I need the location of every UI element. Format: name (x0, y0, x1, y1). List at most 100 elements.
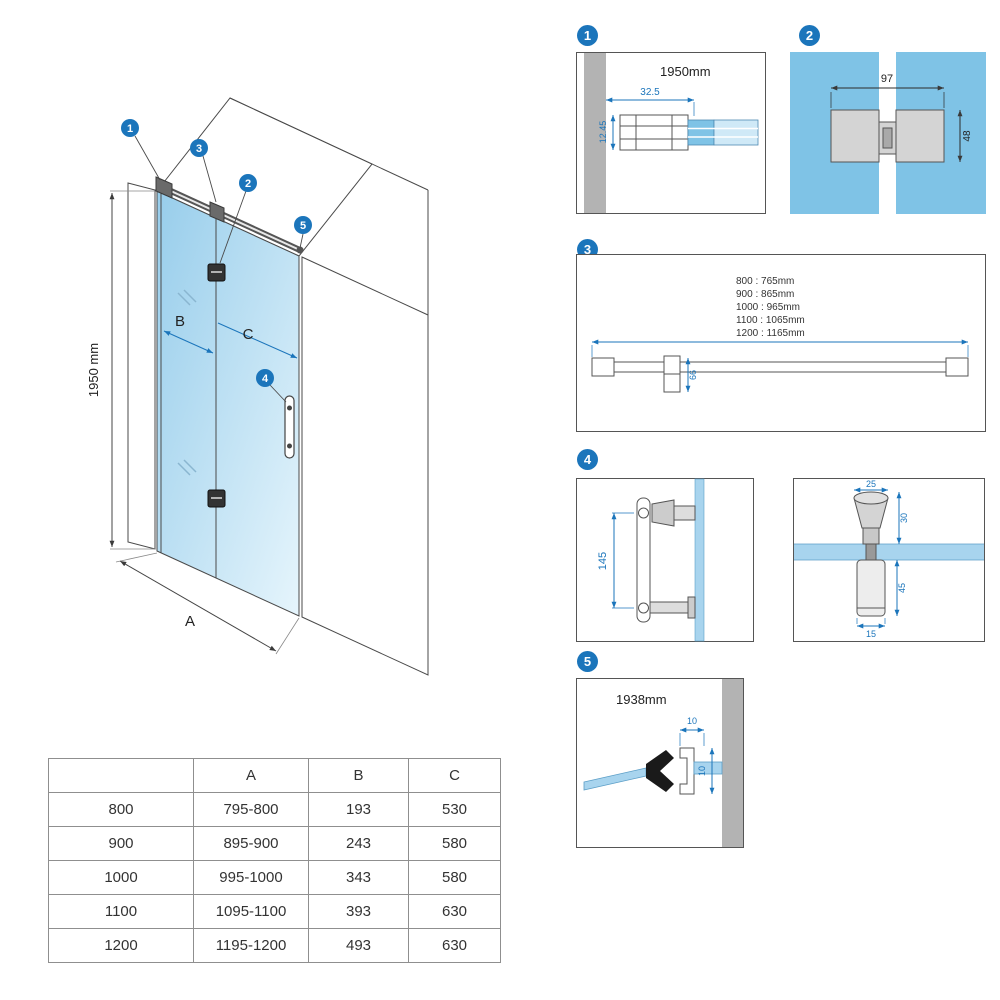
table-cell: 1095-1100 (193, 894, 309, 929)
handle-screw-bottom (287, 443, 292, 449)
svg-text:1: 1 (127, 123, 133, 135)
detail-badge-1: 1 (577, 25, 598, 46)
callout-2 (239, 174, 257, 192)
table-cell: 1200 (48, 928, 194, 963)
detail-4a-dimensions (611, 512, 634, 609)
right-wall-face (301, 256, 429, 676)
detail-4-knob-width-dim: 25 (866, 479, 876, 489)
detail-2-glass-clamp: 97 48 (790, 52, 986, 214)
column-header-size (48, 758, 194, 793)
hinges (207, 263, 226, 508)
detail-3-dimensions (591, 339, 969, 392)
glass-door (156, 190, 300, 617)
bar-end-cap (296, 246, 304, 254)
svg-text:4: 4 (262, 373, 269, 385)
table-cell: 1195-1200 (193, 928, 309, 963)
detail-badge-5-number: 5 (583, 654, 592, 669)
table-cell: 900 (48, 826, 194, 861)
detail-2-height-dim: 48 (962, 130, 973, 142)
size-line-2: 900 : 865mm (736, 289, 794, 300)
top-support-bar (155, 176, 304, 254)
table-cell: 895-900 (193, 826, 309, 861)
left-wall-strip (127, 182, 156, 550)
size-line-4: 1100 : 1065mm (736, 315, 805, 326)
detail-4b-dimensions (854, 487, 902, 629)
column-header-c: C (408, 758, 501, 793)
detail-2-width-dim: 97 (881, 73, 893, 85)
detail-4-length-dim: 145 (597, 552, 609, 570)
table-cell: 995-1000 (193, 860, 309, 895)
detail-badge-4-number: 4 (583, 452, 592, 467)
detail-5-magnetic-seal: 1938mm 10 10 (576, 678, 744, 848)
table-cell: 630 (408, 894, 501, 929)
handle-section-drawing (853, 491, 889, 617)
detail-1-width-dim: 32.5 (640, 87, 660, 98)
dim-b: B (163, 313, 214, 354)
detail-1-height-dim: 12.45 (598, 121, 608, 144)
detail-4-grip-height-dim: 45 (897, 583, 907, 593)
detail-badge-4: 4 (577, 449, 598, 470)
table-cell: 580 (408, 860, 501, 895)
detail-badge-3-number: 3 (583, 242, 592, 257)
glass-strip (694, 478, 705, 642)
column-header-b: B (308, 758, 409, 793)
detail-4-handle-side: 145 (576, 478, 754, 642)
main-callouts: 1 3 2 5 4 (121, 119, 312, 403)
detail-badge-2-number: 2 (805, 28, 814, 43)
dim-b-label: B (175, 313, 185, 330)
svg-text:3: 3 (196, 143, 202, 155)
callout-3 (190, 139, 208, 157)
detail-4-handle-section: 25 30 45 15 (793, 478, 985, 642)
strike-profile (679, 747, 695, 795)
detail-5-title: 1938mm (616, 692, 667, 707)
detail-5-thickness-dim: 10 (697, 766, 707, 776)
handle-side-drawing (636, 497, 696, 623)
table-cell: 493 (308, 928, 409, 963)
size-line-3: 1000 : 965mm (736, 302, 800, 313)
bar-wall-bracket (155, 176, 173, 199)
table-cell: 580 (408, 826, 501, 861)
table-cell: 193 (308, 792, 409, 827)
table-cell: 393 (308, 894, 409, 929)
wall-structure (127, 97, 429, 676)
door-handle (284, 395, 295, 459)
dim-a-label: A (185, 613, 195, 630)
detail-1-dimensions (606, 97, 695, 150)
dim-c-label: C (243, 326, 254, 343)
detail-3-support-bar: 800 : 765mm 900 : 865mm 1000 : 965mm 110… (576, 254, 986, 432)
detail-4-grip-width-dim: 15 (866, 629, 876, 639)
glass-band (794, 544, 984, 560)
svg-text:2: 2 (245, 178, 251, 190)
seal-drawing (583, 747, 723, 795)
detail-2-dimensions (830, 85, 963, 162)
size-line-1: 800 : 765mm (736, 276, 794, 287)
glass-section (687, 119, 759, 146)
callout-4 (256, 369, 274, 387)
fixed-glass (693, 761, 723, 775)
detail-1-wall-profile: 1950mm 32.5 12.45 (576, 52, 766, 214)
bar-mid-bracket (209, 201, 225, 223)
height-dimension: 1950 mm (86, 190, 155, 550)
column-header-a: A (193, 758, 309, 793)
callout-5 (294, 216, 312, 234)
table-cell: 1000 (48, 860, 194, 895)
detail-5-gap-dim: 10 (687, 716, 697, 726)
size-line-5: 1200 : 1165mm (736, 328, 805, 339)
dim-c: C (217, 322, 298, 359)
detail-5-dimensions (679, 727, 715, 794)
handle-screw-top (287, 405, 292, 411)
callout-1 (121, 119, 139, 137)
profile-section (619, 114, 689, 151)
table-cell: 630 (408, 928, 501, 963)
table-cell: 343 (308, 860, 409, 895)
detail-badge-2: 2 (799, 25, 820, 46)
dim-a: A (115, 552, 300, 655)
